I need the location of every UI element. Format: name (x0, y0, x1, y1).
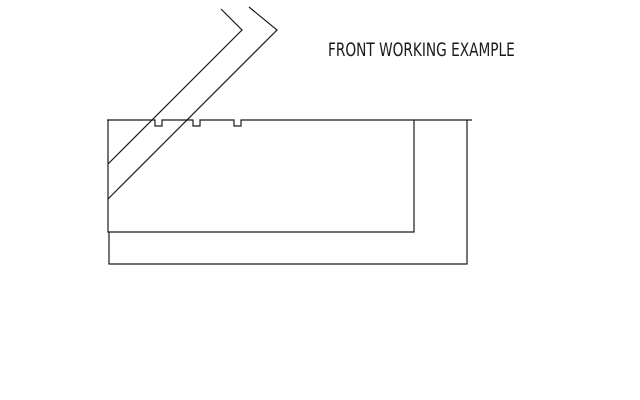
diagonal-board-upper-edge (107, 6, 278, 200)
top-edge-line (107, 119, 472, 127)
diagram-title: FRONT WORKING EXAMPLE (328, 39, 515, 61)
inner-box-outline (107, 120, 415, 233)
diagonal-board-lower-edge (107, 8, 243, 165)
outer-box-outline (108, 120, 468, 265)
